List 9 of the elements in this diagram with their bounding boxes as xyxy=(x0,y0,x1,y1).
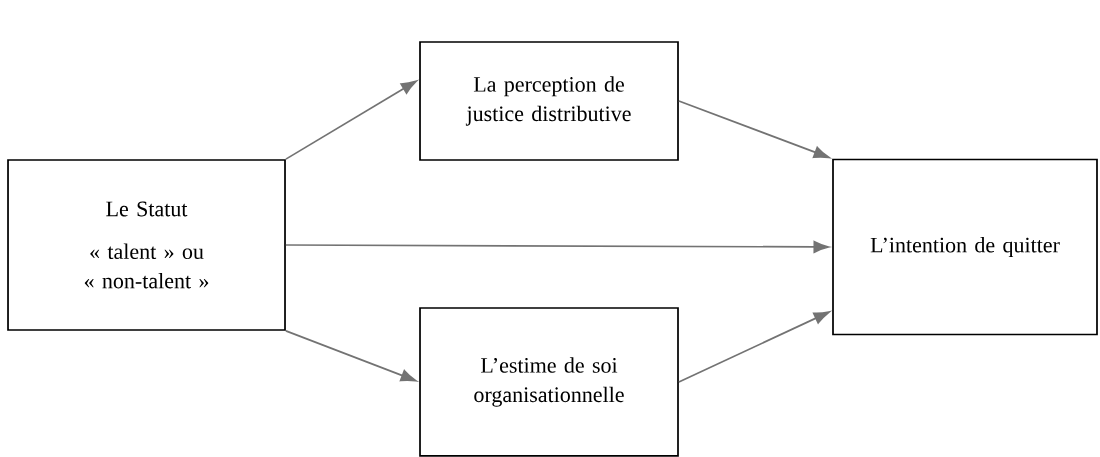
arrow xyxy=(678,100,830,159)
process-box: La perception de justice distributive xyxy=(419,41,679,161)
process-box: Le Statut « talent » ou « non-talent » xyxy=(7,159,286,331)
process-box: L’intention de quitter xyxy=(832,158,1098,336)
process-box: L’estime de soi organisationnelle xyxy=(419,307,679,457)
arrow xyxy=(285,80,417,160)
arrow xyxy=(285,240,830,253)
arrow xyxy=(678,311,830,383)
arrow xyxy=(285,330,417,382)
